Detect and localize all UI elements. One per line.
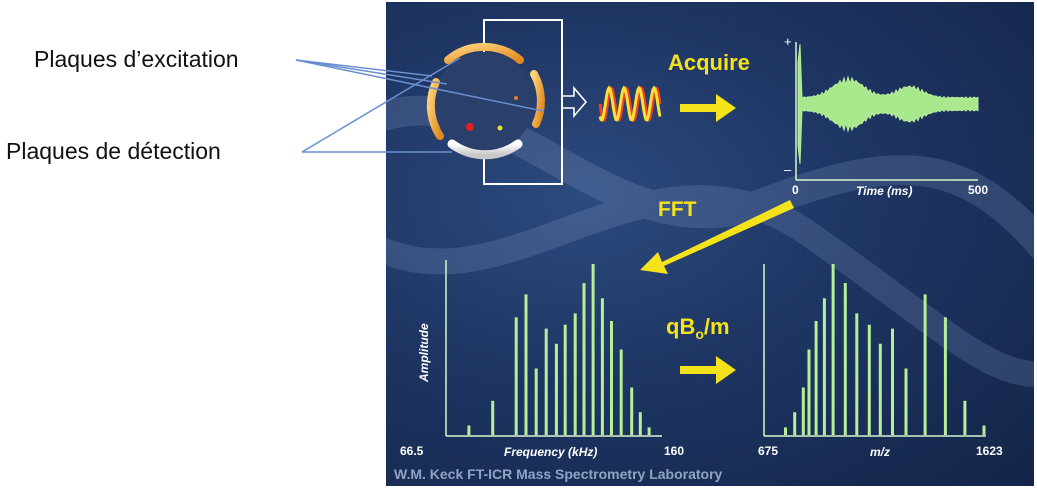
signal-wave-icon xyxy=(598,85,662,123)
footer-lab: W.M. Keck xyxy=(394,466,464,482)
mz-x-label: m/z xyxy=(870,445,890,459)
transient-signal xyxy=(797,44,979,164)
acquire-arrow xyxy=(680,94,736,122)
lab-footer: W.M. Keck FT-ICR Mass Spectrometry Labor… xyxy=(394,466,722,482)
freq-x-label: Frequency (kHz) xyxy=(504,445,597,459)
footer-name: FT-ICR Mass Spectrometry Laboratory xyxy=(467,466,723,482)
plus-sign: + xyxy=(784,34,792,49)
icr-cell-circle xyxy=(434,52,534,152)
detection-plate xyxy=(447,139,523,160)
time-x-max: 500 xyxy=(968,183,988,197)
excitation-connector-right xyxy=(295,59,544,112)
fft-arrow xyxy=(640,200,794,274)
freq-y-label: Amplitude xyxy=(417,323,431,383)
ion-red xyxy=(466,123,474,131)
ion-yellow xyxy=(497,125,503,131)
detection-plates-label: Plaques de détection xyxy=(6,138,221,164)
diagram-canvas: Acquire FFT qBo/m + – 0 500 Time (ms) Am… xyxy=(386,19,1034,459)
fft-label: FFT xyxy=(658,198,697,221)
conversion-label: qBo/m xyxy=(666,314,730,342)
freq-x-min: 66.5 xyxy=(400,444,424,458)
excitation-plates-label: Plaques d’excitation xyxy=(34,46,239,72)
time-x-label: Time (ms) xyxy=(856,184,912,198)
excitation-plate-right xyxy=(530,70,545,128)
detection-connector-upper xyxy=(301,57,461,153)
excitation-plate-left xyxy=(426,78,444,140)
excitation-connector-left xyxy=(295,59,433,77)
freq-x-max: 160 xyxy=(664,444,684,458)
excitation-plate-top xyxy=(444,42,524,64)
mz-x-min: 675 xyxy=(758,444,778,458)
time-x-min: 0 xyxy=(792,183,799,197)
mz-x-max: 1623 xyxy=(976,444,1003,458)
output-hollow-arrow xyxy=(561,85,588,119)
time-domain-plot: + – 0 500 Time (ms) xyxy=(784,34,988,198)
mass-spectrum-plot: 675 1623 m/z xyxy=(758,264,1003,459)
acquire-label: Acquire xyxy=(668,50,750,75)
excitation-connector-top xyxy=(295,59,448,85)
conversion-arrow xyxy=(680,356,736,384)
ft-icr-diagram-panel: Acquire FFT qBo/m + – 0 500 Time (ms) Am… xyxy=(386,2,1034,486)
ion-orange xyxy=(514,96,518,100)
frequency-spectrum-plot: Amplitude 66.5 160 Frequency (kHz) xyxy=(400,260,684,459)
minus-sign: – xyxy=(784,162,792,177)
